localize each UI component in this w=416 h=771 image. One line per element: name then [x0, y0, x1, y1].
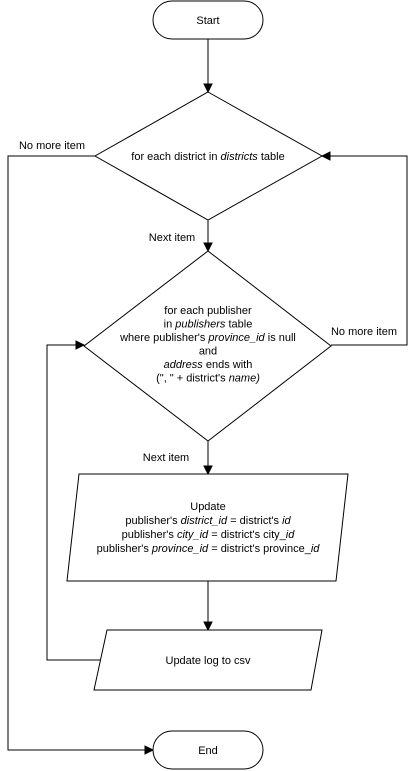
update-parallelogram: [66, 473, 349, 582]
arrowhead: [203, 621, 213, 632]
text-run: Update: [190, 501, 225, 513]
text-run: and: [199, 346, 217, 358]
italic-text-run: province_id: [207, 332, 265, 344]
start-terminal: [152, 0, 264, 40]
italic-text-run: districts: [221, 151, 259, 163]
text-line: publisher's district_id = district's id: [125, 515, 291, 527]
text-run: publisher's: [125, 515, 180, 527]
italic-text-run: id: [282, 515, 291, 527]
text-run: where publisher's: [119, 332, 208, 344]
district-loop-next-label: Next item: [149, 232, 195, 244]
text-run: = district's city_: [208, 529, 286, 541]
italic-text-run: id: [286, 529, 295, 541]
italic-text-run: province_id: [151, 543, 209, 555]
connector-district-exit-to-end: [7, 155, 145, 751]
text-line: Update: [190, 501, 225, 513]
log-parallelogram: [93, 629, 323, 691]
italic-text-run: district_id: [181, 515, 228, 527]
text-run: publisher's: [97, 543, 152, 555]
publisher-loop-decision: [83, 250, 332, 442]
text-run: table: [225, 319, 252, 331]
connector-log-back-to-publisher-loop: [46, 344, 100, 661]
italic-text-run: id: [311, 543, 320, 555]
start-label: Start: [196, 15, 219, 27]
connector-publisher-exit-to-district-loop: [330, 155, 408, 346]
end-label: End: [198, 745, 218, 757]
text-line: publisher's city_id = district's city_id: [122, 529, 296, 541]
text-line: for each publisher: [164, 305, 252, 317]
text-line: in publishers table: [164, 319, 253, 331]
text-run: (", " + district's: [156, 373, 229, 385]
district-loop-exit-label: No more item: [19, 140, 85, 152]
text-run: ends with: [203, 359, 253, 371]
text-line: and: [199, 346, 217, 358]
arrowhead: [203, 465, 213, 476]
arrowhead: [203, 242, 213, 253]
end-terminal: [152, 730, 264, 770]
district-loop-text: for each district in districts table: [131, 151, 284, 163]
district-loop-decision: [93, 91, 324, 221]
arrowhead: [144, 745, 155, 755]
italic-text-run: name): [229, 373, 261, 385]
text-run: for each district in: [131, 151, 220, 163]
text-run: = district's province_: [208, 543, 312, 555]
text-line: where publisher's province_id is null: [119, 332, 296, 344]
publisher-loop-exit-label: No more item: [331, 326, 397, 338]
arrowhead: [320, 151, 331, 161]
text-line: publisher's province_id = district's pro…: [97, 543, 321, 555]
arrowhead: [75, 340, 86, 350]
text-line: (", " + district's name): [156, 373, 260, 385]
text-run: table: [258, 151, 285, 163]
text-run: publisher's: [122, 529, 177, 541]
italic-text-run: city_id: [177, 529, 209, 541]
publisher-loop-next-label: Next item: [143, 452, 189, 464]
text-run: for each publisher: [164, 305, 252, 317]
text-run: is null: [265, 332, 296, 344]
text-line: address ends with: [164, 359, 253, 371]
italic-text-run: publishers: [174, 319, 226, 331]
text-run: in: [164, 319, 176, 331]
log-label: Update log to csv: [166, 655, 251, 667]
italic-text-run: address: [164, 359, 204, 371]
update-text: Update publisher's district_id = district…: [97, 501, 321, 555]
arrowhead: [203, 83, 213, 94]
text-run: = district's: [227, 515, 282, 527]
